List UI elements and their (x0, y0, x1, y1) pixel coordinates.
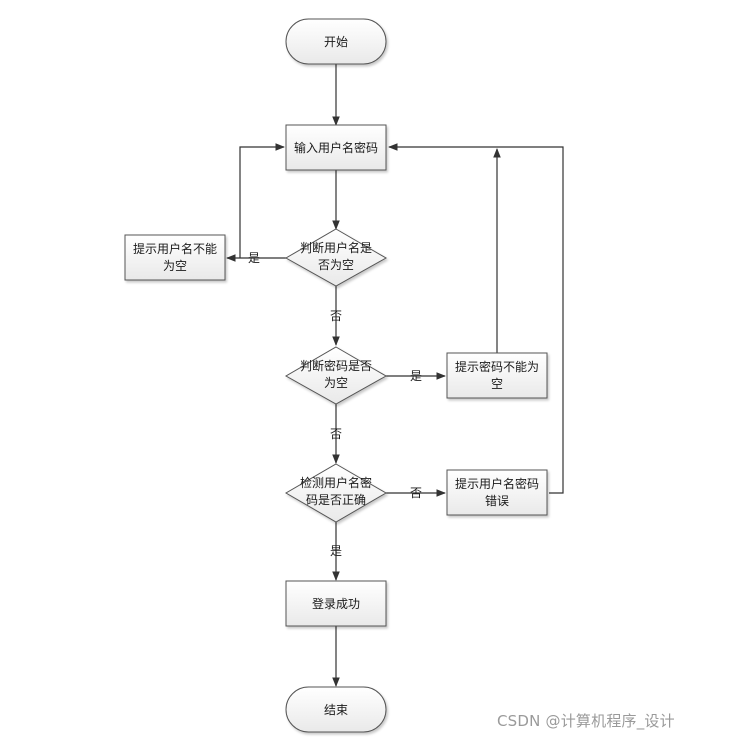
node-prompt-pwd-line1: 提示密码不能为 (455, 359, 539, 374)
node-prompt-error-line1: 提示用户名密码 (455, 476, 539, 491)
node-prompt-user-line1: 提示用户名不能 (133, 241, 217, 256)
node-check-pwd: 判断密码是否 为空 (284, 346, 388, 405)
node-prompt-user: 提示用户名不能 为空 (124, 234, 226, 281)
node-check-pwd-line1: 判断密码是否 (300, 358, 372, 373)
edge-label-verify-no: 否 (410, 486, 422, 500)
edge-label-verify-yes: 是 (330, 544, 342, 558)
node-start: 开始 (285, 18, 387, 65)
node-prompt-user-line2: 为空 (163, 259, 187, 273)
node-prompt-error-line2: 错误 (485, 494, 509, 508)
edge-label-user-yes: 是 (248, 251, 260, 265)
node-success-label: 登录成功 (312, 596, 360, 611)
node-check-pwd-line2: 为空 (324, 376, 348, 390)
node-check-user-line2: 否为空 (318, 258, 354, 272)
node-verify-line1: 检测用户名密 (300, 475, 372, 490)
node-prompt-pwd-line2: 空 (491, 377, 503, 391)
edge-label-user-no: 否 (330, 309, 342, 323)
node-prompt-error: 提示用户名密码 错误 (446, 469, 548, 516)
node-input: 输入用户名密码 (285, 124, 387, 171)
node-end-label: 结束 (324, 703, 348, 717)
node-success: 登录成功 (285, 580, 387, 627)
edge-prompt-user-back (239, 143, 285, 258)
edge-prompt-err-back (388, 143, 564, 494)
watermark-text: CSDN @计算机程序_设计 (497, 712, 675, 730)
node-verify: 检测用户名密 码是否正确 (285, 463, 387, 523)
node-input-label: 输入用户名密码 (294, 140, 378, 155)
edge-label-pwd-yes: 是 (410, 369, 422, 383)
node-prompt-pwd: 提示密码不能为 空 (446, 352, 548, 399)
node-check-user: 判断用户名是 否为空 (284, 228, 388, 287)
node-verify-line2: 码是否正确 (306, 493, 366, 507)
node-check-user-line1: 判断用户名是 (300, 240, 372, 255)
node-end: 结束 (285, 686, 387, 733)
node-start-label: 开始 (324, 35, 348, 49)
edge-label-pwd-no: 否 (330, 427, 342, 441)
